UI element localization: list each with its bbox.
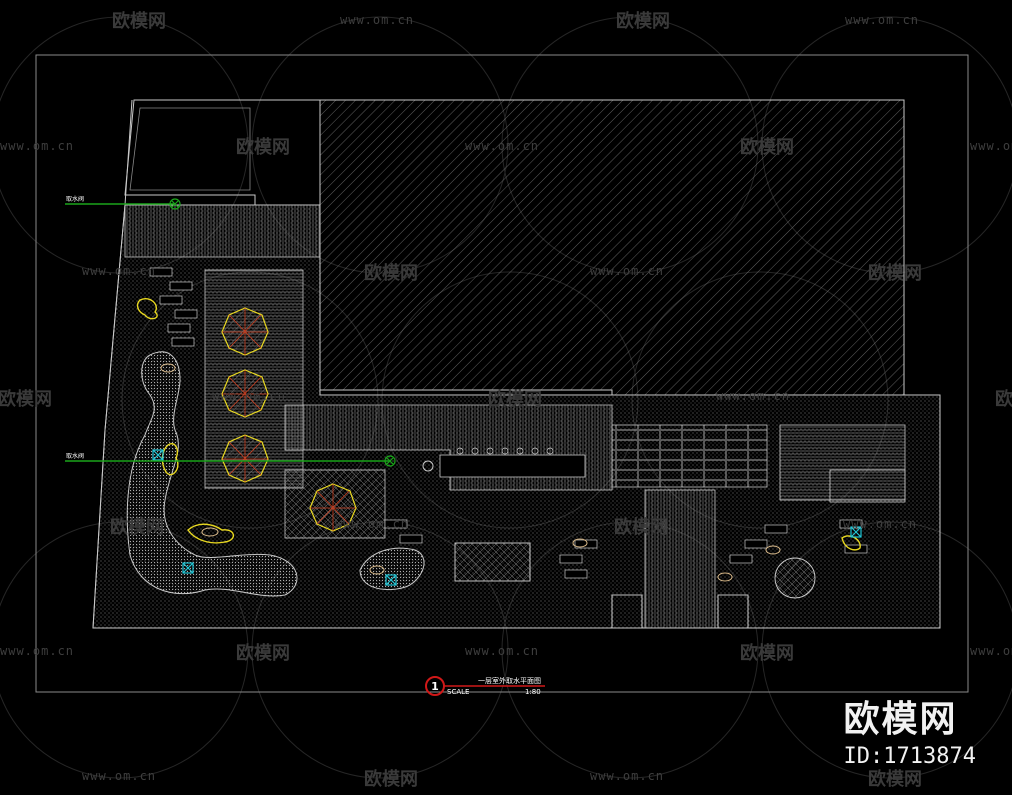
island-planter	[359, 547, 425, 591]
watermark-brand: 欧模网	[740, 642, 794, 664]
watermark-url: www.om.cn	[590, 769, 664, 783]
watermark-url: www.om.cn	[212, 389, 286, 403]
watermark-url: www.om.cn	[970, 644, 1012, 658]
watermark-url: www.om.cn	[0, 139, 74, 153]
valve-icon	[169, 198, 181, 210]
watermark-url: www.om.cn	[970, 139, 1012, 153]
watermark-url: www.om.cn	[340, 13, 414, 27]
watermark-url: www.om.cn	[845, 13, 919, 27]
building-footprint	[319, 99, 905, 396]
floor-drains	[152, 449, 862, 586]
watermarks: 欧模网 www.om.cn 欧模网 www.om.cn www.om.cn 欧模…	[0, 10, 1012, 790]
rocks	[160, 363, 781, 582]
valve-icon	[384, 455, 396, 467]
watermark-url: www.om.cn	[716, 389, 790, 403]
tile-paving	[611, 424, 768, 488]
watermark-url: www.om.cn	[465, 139, 539, 153]
watermark-brand: 欧模网	[112, 10, 166, 32]
watermark-brand: 欧模网	[616, 10, 670, 32]
water-feature	[439, 454, 586, 478]
stepping-stones	[149, 267, 868, 579]
drawing-border	[35, 54, 969, 693]
watermark-url: www.om.cn	[0, 644, 74, 658]
watermark-brand: 欧模网	[0, 388, 52, 410]
watermark-url: www.om.cn	[82, 769, 156, 783]
scale-value: 1:80	[525, 688, 541, 696]
watermark-brand: 欧模网	[364, 768, 418, 790]
watermark-brand: 欧模网	[110, 516, 164, 538]
walkway	[644, 489, 716, 629]
brand-name: 欧模网	[843, 699, 958, 740]
drawing-title: 一层室外取水平面图	[478, 676, 541, 685]
watermark-brand: 欧模网	[236, 136, 290, 158]
watermark-url: www.om.cn	[465, 644, 539, 658]
watermark-brand: 欧模网	[614, 516, 668, 538]
pipe-label-top: 取水阀	[66, 195, 84, 203]
watermark-url: www.om.cn	[843, 517, 917, 531]
watermark-brand: 欧模网	[995, 388, 1012, 410]
scale-word: SCALE	[447, 688, 469, 696]
pipe-label-middle: 取水阀	[66, 452, 84, 460]
water-pipes	[65, 203, 390, 462]
drawing-title-block: 1 一层室外取水平面图 SCALE 1:80	[425, 676, 545, 696]
watermark-url: www.om.cn	[335, 517, 409, 531]
north-room	[124, 99, 321, 206]
watermark-url: www.om.cn	[82, 264, 156, 278]
entry-steps	[124, 204, 321, 258]
watermark-url: www.om.cn	[590, 264, 664, 278]
watermark-brand: 欧模网	[364, 262, 418, 284]
side-terrace	[779, 424, 906, 501]
garden-path	[126, 351, 298, 597]
round-grate	[774, 557, 816, 599]
brand-block: 欧模网 ID:1713874	[844, 690, 976, 769]
watermark-brand: 欧模网	[868, 262, 922, 284]
watermark-brand: 欧模网	[740, 136, 794, 158]
watermark-brand: 欧模网	[488, 388, 542, 410]
rect-planter	[454, 542, 531, 582]
model-id: ID:1713874	[843, 744, 976, 769]
title-number: 1	[431, 680, 439, 693]
watermark-brand: 欧模网	[868, 768, 922, 790]
watermark-brand: 欧模网	[236, 642, 290, 664]
